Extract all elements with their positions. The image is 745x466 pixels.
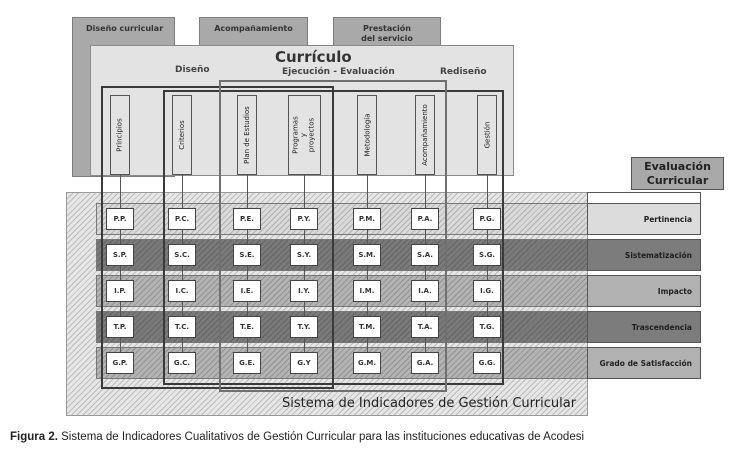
- indicator-cell: S.E.: [233, 244, 261, 266]
- indicator-cell: S.G.: [473, 244, 501, 266]
- evaluation-column-top: [587, 192, 701, 204]
- indicator-cell: I.P.: [106, 280, 134, 302]
- figure-caption: Figura 2. Sistema de Indicadores Cualita…: [10, 431, 584, 443]
- component-box: Criterios: [172, 95, 192, 175]
- indicator-cell: G.C.: [168, 352, 196, 374]
- frame-evaluacion: [219, 80, 447, 392]
- component-box: Gestión: [477, 95, 497, 175]
- indicator-cell: S.M.: [353, 244, 381, 266]
- tab-label: Prestación del servicio: [361, 24, 413, 43]
- phase-rediseno: Rediseño: [440, 67, 487, 77]
- indicator-cell: P.Y.: [290, 208, 318, 230]
- indicator-cell: G.Y: [290, 352, 318, 374]
- indicator-cell: P.M.: [353, 208, 381, 230]
- indicator-cell: G.G.: [473, 352, 501, 374]
- component-box: Programas y proyectos: [287, 95, 321, 175]
- indicator-cell: G.P.: [106, 352, 134, 374]
- criterion-label: Impacto: [587, 275, 701, 307]
- criterion-label: Grado de Satisfacción: [587, 347, 701, 379]
- indicator-cell: P.A.: [411, 208, 439, 230]
- criterion-label-text: Trascendencia: [631, 322, 692, 332]
- indicator-cell: P.C.: [168, 208, 196, 230]
- indicator-cell: I.A.: [411, 280, 439, 302]
- tab-label: Diseño curricular: [86, 24, 164, 33]
- caption-prefix: Figura 2.: [10, 431, 58, 443]
- indicator-cell: P.E.: [233, 208, 261, 230]
- indicator-cell: I.M.: [353, 280, 381, 302]
- evaluacion-curricular-box: Evaluación Curricular: [631, 157, 724, 190]
- frame-ejecucion: [163, 90, 504, 385]
- indicator-cell: T.A.: [411, 316, 439, 338]
- indicator-cell: S.Y.: [290, 244, 318, 266]
- indicator-cell: T.Y.: [290, 316, 318, 338]
- criterion-label-text: Pertinencia: [643, 214, 692, 224]
- indicator-cell: I.G.: [473, 280, 501, 302]
- tab-label: Acompañamiento: [214, 24, 293, 33]
- criterion-label-text: Sistematización: [624, 250, 692, 260]
- phase-diseno: Diseño: [175, 65, 210, 75]
- indicator-cell: I.C.: [168, 280, 196, 302]
- criterion-label-text: Impacto: [657, 286, 692, 296]
- indicator-cell: T.G.: [473, 316, 501, 338]
- component-box: Principios: [110, 95, 130, 175]
- indicator-cell: S.A.: [411, 244, 439, 266]
- frame-diseno: [101, 86, 334, 389]
- system-label: Sistema de Indicadores de Gestión Curric…: [282, 396, 577, 411]
- indicator-cell: T.C.: [168, 316, 196, 338]
- caption-text: Sistema de Indicadores Cualitativos de G…: [61, 431, 585, 443]
- phase-ejecucion-evaluacion: Ejecución - Evaluación: [282, 67, 395, 77]
- indicator-cell: G.M.: [353, 352, 381, 374]
- curriculo-title: Currículo: [275, 48, 352, 66]
- indicator-cell: T.E.: [233, 316, 261, 338]
- indicator-cell: P.G.: [473, 208, 501, 230]
- indicator-cell: G.E.: [233, 352, 261, 374]
- indicator-cell: I.Y.: [290, 280, 318, 302]
- indicator-cell: S.P.: [106, 244, 134, 266]
- component-box: Metodología: [357, 95, 377, 175]
- indicator-cell: P.P.: [106, 208, 134, 230]
- criterion-label: Pertinencia: [587, 203, 701, 235]
- indicator-cell: T.M.: [353, 316, 381, 338]
- indicator-cell: S.C.: [168, 244, 196, 266]
- indicator-cell: T.P.: [106, 316, 134, 338]
- indicator-cell: I.E.: [233, 280, 261, 302]
- component-box: Acompañamiento: [415, 95, 435, 175]
- criterion-label: Trascendencia: [587, 311, 701, 343]
- criterion-label-text: Grado de Satisfacción: [599, 358, 692, 368]
- component-box: Plan de Estudios: [237, 95, 257, 175]
- indicator-cell: G.A.: [411, 352, 439, 374]
- criterion-label: Sistematización: [587, 239, 701, 271]
- evaluacion-curricular-title: Evaluación Curricular: [644, 160, 711, 187]
